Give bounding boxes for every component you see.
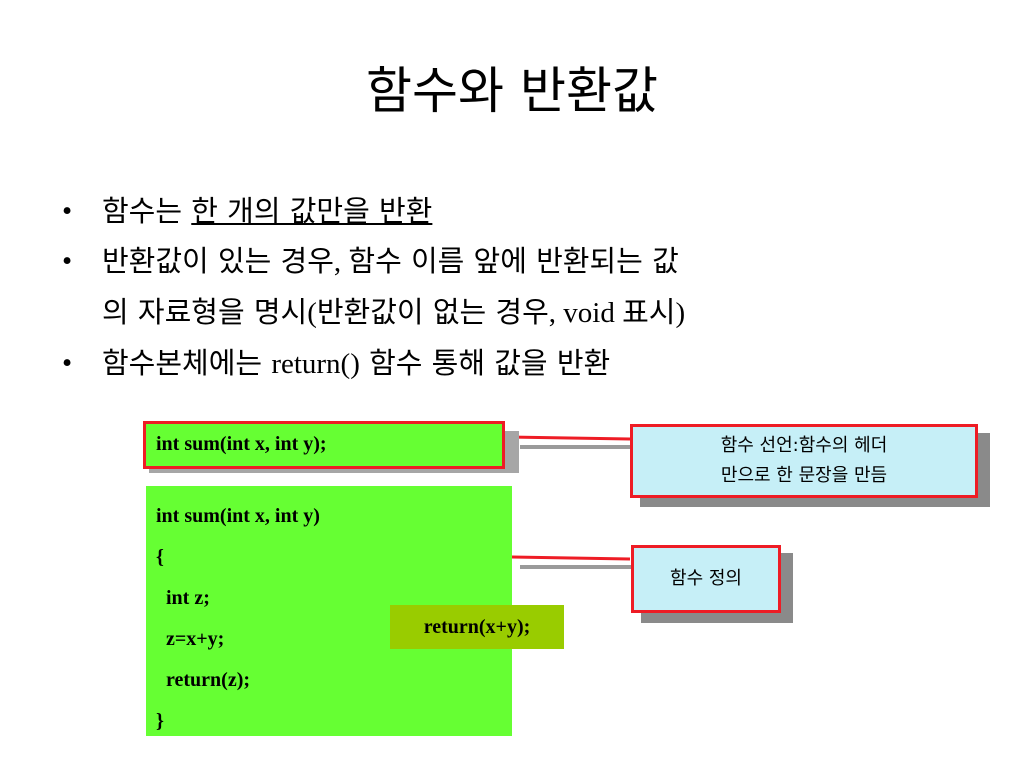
- bullet-text: 표시: [622, 295, 676, 329]
- declaration-code-box: int sum(int x, int y);: [143, 421, 505, 469]
- bullet-item: 함수는 한 개의 값만을 반환: [62, 186, 972, 236]
- bullet-text: 의 자료형을 명시: [102, 295, 308, 329]
- declaration-note: 함수 선언:함수의 헤더 만으로 한 문장을 만듬: [630, 424, 978, 498]
- bullet-punct: (: [307, 297, 317, 329]
- bullet-text: 반환값이 없는 경우: [316, 295, 549, 329]
- slide-title: 함수와 반환값: [366, 62, 658, 120]
- code-line: int sum(int x, int y): [156, 505, 320, 527]
- bullet-item: 반환값이 있는 경우, 함수 이름 앞에 반환되는 값 의 자료형을 명시(반환…: [62, 236, 972, 338]
- declaration-connector: [506, 435, 631, 441]
- definition-note: 함수 정의: [631, 545, 781, 613]
- bullet-punct: ,: [333, 246, 349, 278]
- bullet-punct: ): [675, 297, 686, 329]
- bullet-text: 함수 통해 값을 반환: [359, 346, 611, 380]
- bullet-keyword: , void: [548, 297, 623, 329]
- code-line: int z;: [156, 587, 210, 609]
- definition-code-box: int sum(int x, int y) { int z; z=x+y; re…: [146, 486, 512, 736]
- code-line: {: [156, 546, 164, 568]
- alt-return-box: return(x+y);: [390, 605, 564, 649]
- code-line: }: [156, 710, 164, 732]
- definition-connector: [511, 555, 631, 561]
- bullet-item: 함수본체에는 return() 함수 통해 값을 반환: [62, 338, 972, 389]
- code-line: return(z);: [156, 669, 251, 691]
- bullet-list: 함수는 한 개의 값만을 반환 반환값이 있는 경우, 함수 이름 앞에 반환되…: [62, 186, 972, 389]
- bullet-text: 반환값이 있는 경우: [102, 244, 334, 278]
- code-line: z=x+y;: [156, 628, 225, 650]
- bullet-text: 함수 이름 앞에 반환되는 값: [348, 244, 679, 278]
- bullet-text: 함수는: [102, 194, 192, 228]
- note-line: 함수 선언:함수의 헤더: [720, 435, 888, 456]
- bullet-underlined-text: 한 개의 값만을 반환: [191, 194, 433, 228]
- note-line: 만으로 한 문장을 만듬: [720, 465, 888, 486]
- bullet-code: return(): [271, 348, 360, 380]
- bullet-text: 함수본체에는: [102, 346, 272, 380]
